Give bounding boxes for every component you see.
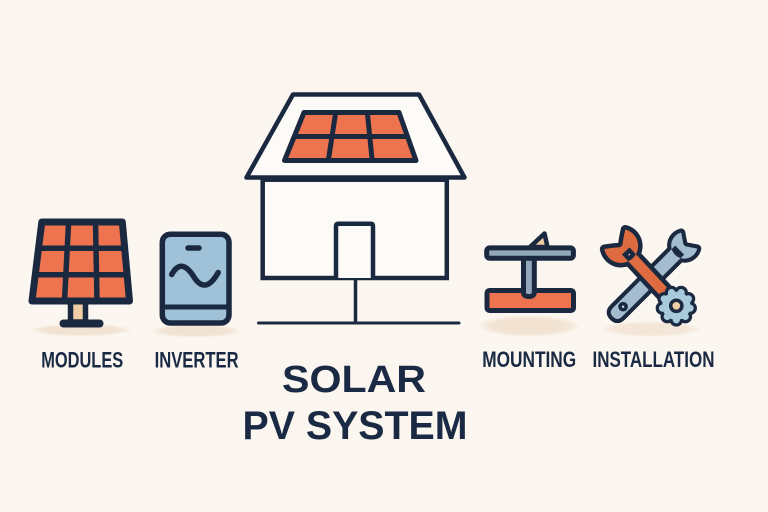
svg-text:SOLAR: SOLAR	[282, 359, 426, 401]
svg-text:INSTALLATION: INSTALLATION	[593, 347, 715, 372]
svg-text:MOUNTING: MOUNTING	[482, 347, 576, 372]
svg-text:MODULES: MODULES	[41, 347, 123, 372]
svg-text:INVERTER: INVERTER	[155, 347, 239, 372]
svg-text:PV SYSTEM: PV SYSTEM	[243, 404, 468, 448]
